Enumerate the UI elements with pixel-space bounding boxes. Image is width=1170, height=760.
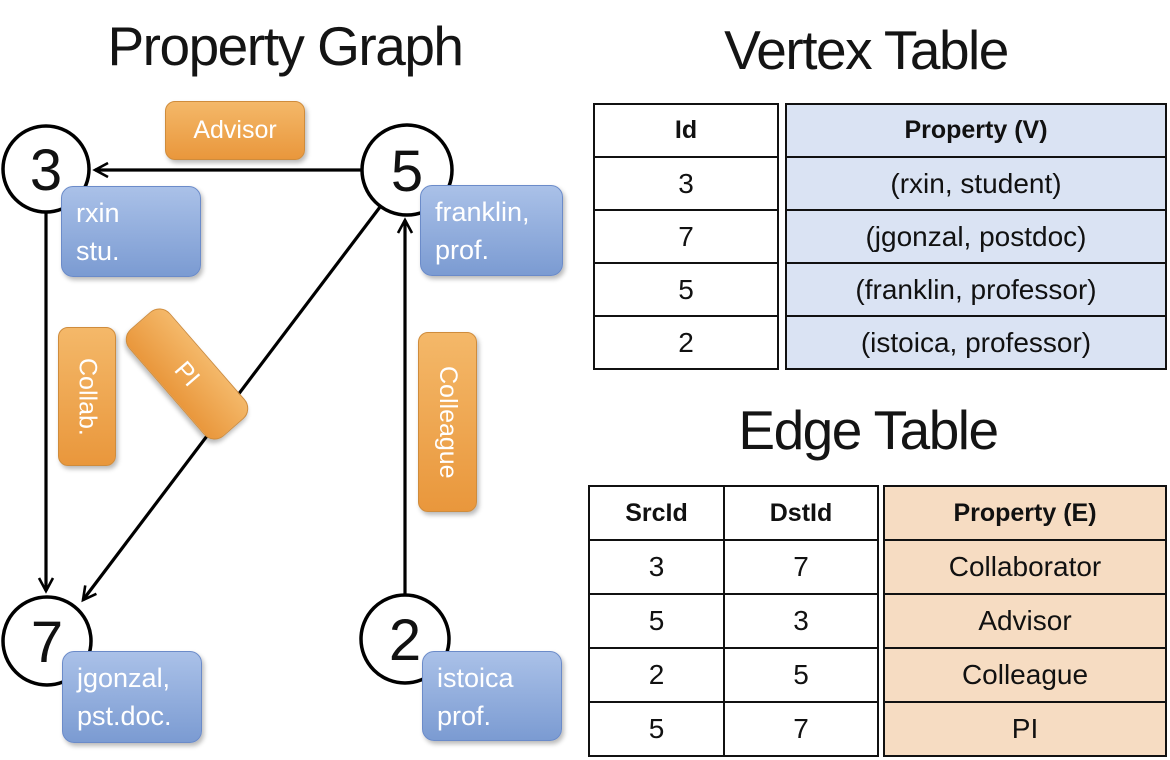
property-graph-title: Property Graph bbox=[107, 15, 464, 77]
vertex-table-id-header: Id bbox=[674, 116, 698, 144]
vertex-table-property-cell: (rxin, student) bbox=[787, 156, 1165, 209]
vertex-label-istoica: istoica prof. bbox=[422, 651, 562, 741]
vertex-label-jgonzal: jgonzal, pst.doc. bbox=[62, 651, 202, 743]
edge-table-dst-cell: 7 bbox=[723, 539, 877, 593]
vertex-label-jgonzal-line1: jgonzal, bbox=[77, 663, 171, 693]
vertex-table-title: Vertex Table bbox=[724, 19, 1009, 81]
edge-table-property-cell: PI bbox=[885, 701, 1165, 755]
vertex-table-id-cell: 5 bbox=[595, 262, 777, 315]
edge-label-colleague: Colleague bbox=[418, 332, 477, 512]
edge-table-title: Edge Table bbox=[738, 399, 999, 461]
node-id-3: 3 bbox=[30, 138, 62, 203]
vertex-label-istoica-line1: istoica bbox=[437, 663, 514, 693]
vertex-label-jgonzal-line2: pst.doc. bbox=[77, 701, 172, 731]
edge-table-dst-cell: 7 bbox=[723, 701, 877, 755]
vertex-label-franklin-line1: franklin, bbox=[435, 197, 530, 227]
vertex-table-property-header: Property (V) bbox=[787, 105, 1165, 156]
vertex-table-property-column: Property (V) (rxin, student) (jgonzal, p… bbox=[785, 103, 1167, 370]
node-id-2: 2 bbox=[389, 608, 421, 673]
vertex-table-id-cell: 3 bbox=[595, 156, 777, 209]
edge-table-src-dst-columns: SrcId DstId 3 7 5 3 2 5 5 7 bbox=[588, 485, 879, 757]
edge-table-dst-header: DstId bbox=[723, 487, 877, 539]
edge-table-property-cell: Collaborator bbox=[885, 539, 1165, 593]
vertex-label-franklin-line2: prof. bbox=[435, 235, 490, 265]
edge-table-property-column: Property (E) Collaborator Advisor Collea… bbox=[883, 485, 1167, 757]
vertex-table-id-column: Id 3 7 5 2 bbox=[593, 103, 779, 370]
edge-table-src-cell: 3 bbox=[590, 539, 723, 593]
edge-table-dst-cell: 3 bbox=[723, 593, 877, 647]
edge-label-advisor: Advisor bbox=[165, 101, 305, 160]
vertex-table-property-cell: (istoica, professor) bbox=[787, 315, 1165, 368]
vertex-table-property-cell: (jgonzal, postdoc) bbox=[787, 209, 1165, 262]
edge-table-src-header: SrcId bbox=[625, 498, 688, 527]
vertex-table-id-cell: 7 bbox=[595, 209, 777, 262]
vertex-table-id-cell: 2 bbox=[595, 315, 777, 368]
vertex-table-property-cell: (franklin, professor) bbox=[787, 262, 1165, 315]
edge-table-property-cell: Colleague bbox=[885, 647, 1165, 701]
edge-table-property-cell: Advisor bbox=[885, 593, 1165, 647]
edge-table-dst-cell: 5 bbox=[723, 647, 877, 701]
edge-label-collab: Collab. bbox=[58, 327, 116, 466]
vertex-label-rxin: rxin stu. bbox=[61, 186, 201, 277]
edge-table-property-header: Property (E) bbox=[885, 487, 1165, 539]
edge-table-src-cell: 5 bbox=[590, 701, 723, 755]
edge-table-src-cell: 2 bbox=[590, 647, 723, 701]
vertex-label-franklin: franklin, prof. bbox=[420, 185, 563, 276]
edge-table-src-cell: 5 bbox=[590, 593, 723, 647]
vertex-label-rxin-line2: stu. bbox=[76, 236, 120, 266]
node-id-7: 7 bbox=[31, 610, 63, 675]
vertex-label-rxin-line1: rxin bbox=[76, 198, 120, 228]
node-id-5: 5 bbox=[391, 139, 423, 204]
vertex-label-istoica-line2: prof. bbox=[437, 701, 492, 731]
